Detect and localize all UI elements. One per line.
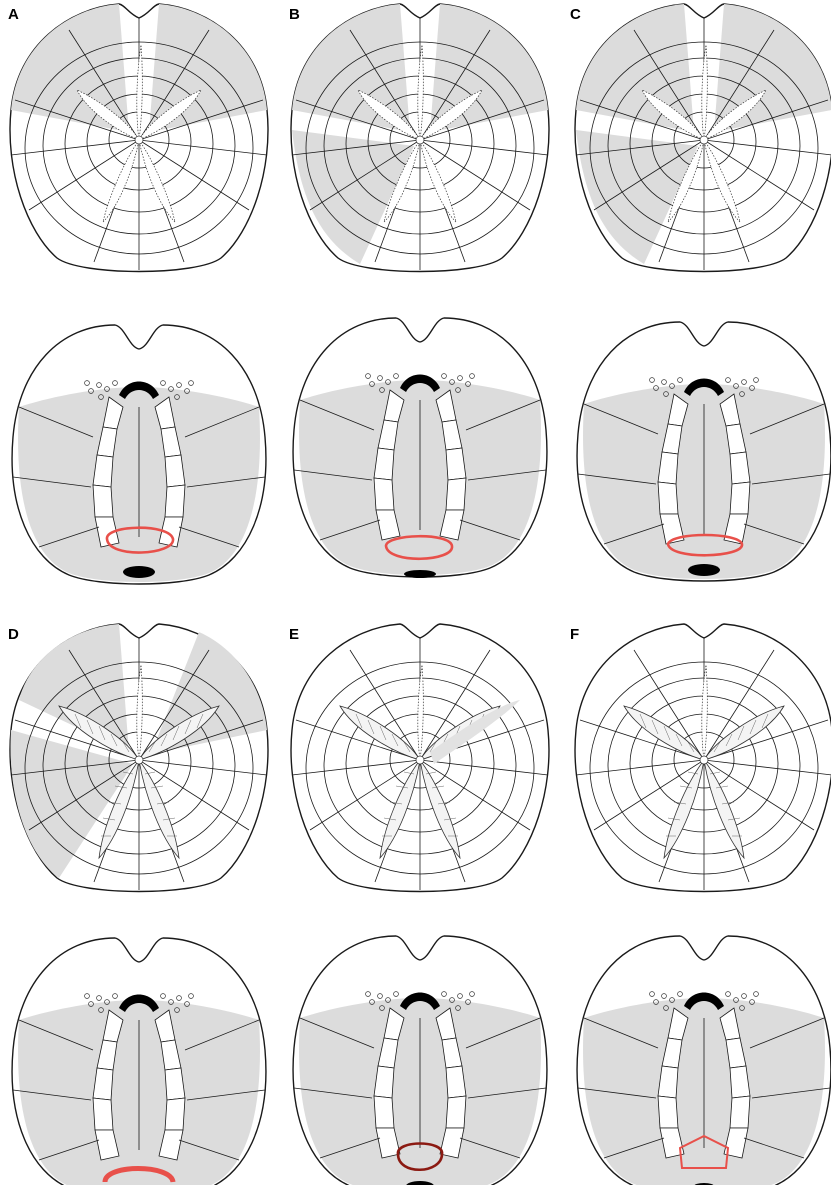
panel-d-oral (12, 938, 266, 1185)
panel-d-aboral (10, 624, 268, 892)
panel-c-oral (577, 322, 831, 581)
panel-e-oral (293, 936, 547, 1185)
panel-e-aboral (291, 624, 549, 892)
panel-c-aboral (575, 4, 831, 272)
panel-b-oral (293, 318, 547, 578)
panel-f-oral (577, 936, 831, 1185)
panel-a-aboral (10, 4, 268, 272)
panel-a-oral (12, 325, 266, 584)
panel-f-aboral (575, 624, 831, 892)
panel-b-aboral (291, 4, 549, 272)
